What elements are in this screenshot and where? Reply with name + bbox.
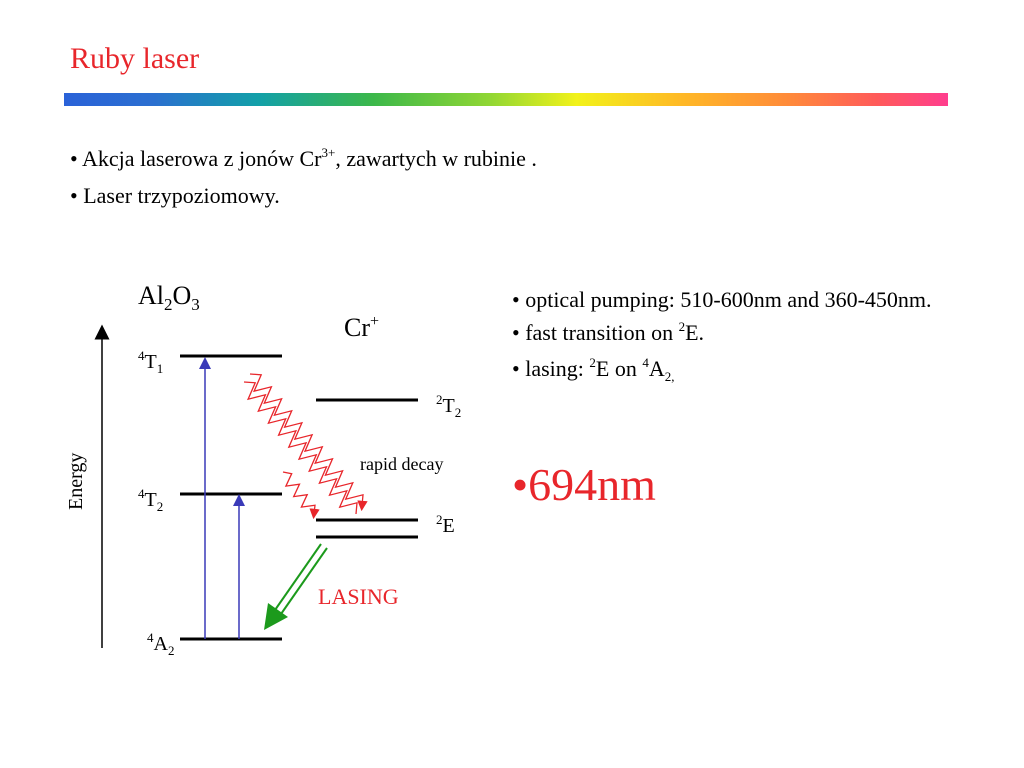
- lasing-arrow-line-b: [280, 547, 328, 615]
- rainbow-divider: [64, 93, 948, 106]
- notes-panel: • optical pumping: 510-600nm and 360-450…: [512, 283, 982, 388]
- intro-bullets: • Akcja laserowa z jonów Cr3+, zawartych…: [70, 142, 537, 213]
- level-4a2-label: 4A2: [147, 630, 174, 658]
- level-2e-label: 2E: [436, 512, 455, 537]
- host-crystal-label: Al2O3: [138, 281, 200, 314]
- note-lasing: • lasing: 2E on 4A2,: [512, 355, 675, 384]
- level-2t2-label: 2T2: [436, 392, 461, 420]
- ion-label: Cr+: [344, 313, 379, 342]
- rapid-decay-wave-upper: [243, 381, 358, 515]
- level-4t1-label: 4T1: [138, 348, 163, 376]
- energy-axis-label: Energy: [65, 453, 87, 510]
- bullet-laser-action: • Akcja laserowa z jonów Cr3+, zawartych…: [70, 145, 537, 171]
- rapid-decay-wave-short: [282, 471, 320, 520]
- note-fast-transition: • fast transition on 2E.: [512, 319, 705, 345]
- slide-title: Ruby laser: [70, 42, 200, 75]
- rapid-decay-wave-long: [249, 373, 368, 512]
- lasing-label: LASING: [318, 584, 399, 609]
- note-optical-pumping: • optical pumping: 510-600nm and 360-450…: [512, 287, 932, 312]
- bullet-three-level: • Laser trzypoziomowy.: [70, 183, 280, 208]
- level-4t2-label: 4T2: [138, 486, 163, 514]
- lasing-arrow-head: [264, 603, 288, 630]
- lasing-arrow-line-a: [274, 543, 322, 611]
- rapid-decay-label: rapid decay: [360, 454, 443, 474]
- wavelength-value: •694nm: [512, 459, 656, 510]
